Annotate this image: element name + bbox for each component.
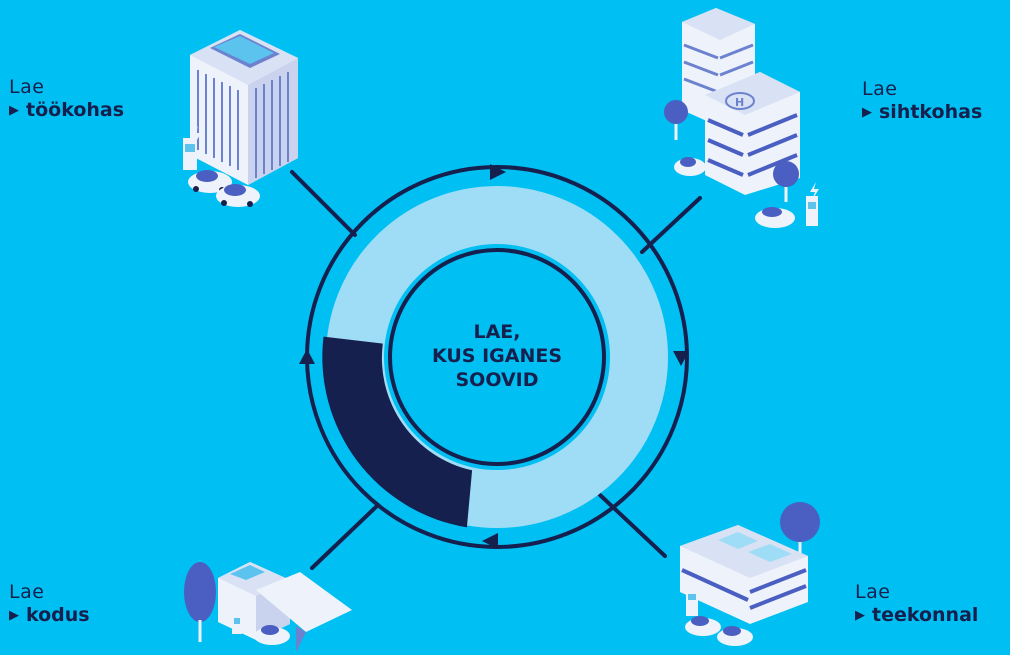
office-building-icon	[183, 30, 298, 185]
connector-lines	[290, 170, 702, 570]
center-text-line2: KUS IGANES	[432, 345, 562, 367]
car-icon	[188, 170, 260, 207]
donut-segment-dark	[322, 336, 473, 528]
label-route-place: teekonnal	[872, 604, 979, 626]
label-workplace-prefix: Lae	[9, 76, 45, 98]
label-destination: Lae ▶ sihtkohas	[862, 78, 982, 126]
label-workplace: Lae ▶ töökohas	[9, 76, 124, 124]
connector-route	[598, 493, 667, 558]
arrow-left	[299, 349, 315, 364]
arrow-top	[490, 164, 506, 180]
play-icon: ▶	[855, 608, 865, 623]
connector-destination	[640, 196, 702, 254]
label-home-prefix: Lae	[9, 581, 45, 603]
connector-home	[310, 503, 380, 570]
label-home: Lae ▶ kodus	[9, 581, 90, 629]
center-text-line3: SOOVID	[455, 369, 538, 391]
label-destination-prefix: Lae	[862, 78, 898, 100]
label-workplace-place: töökohas	[26, 99, 125, 121]
label-route: Lae ▶ teekonnal	[855, 581, 978, 629]
charging-station-icon	[680, 502, 820, 646]
play-icon: ▶	[862, 105, 872, 120]
center-text-line1: LAE,	[473, 321, 520, 343]
label-home-place: kodus	[26, 604, 90, 626]
cycle-arrows	[299, 164, 689, 549]
play-icon: ▶	[9, 608, 19, 623]
hospital-building-icon: H	[664, 8, 819, 228]
inner-ring	[388, 248, 606, 466]
arrow-bottom	[482, 533, 498, 549]
home-building-icon	[184, 562, 352, 652]
connector-work	[290, 170, 357, 237]
label-route-prefix: Lae	[855, 581, 891, 603]
arrow-right	[673, 351, 689, 366]
label-destination-place: sihtkohas	[879, 101, 983, 123]
svg-text:H: H	[735, 96, 744, 109]
play-icon: ▶	[9, 103, 19, 118]
